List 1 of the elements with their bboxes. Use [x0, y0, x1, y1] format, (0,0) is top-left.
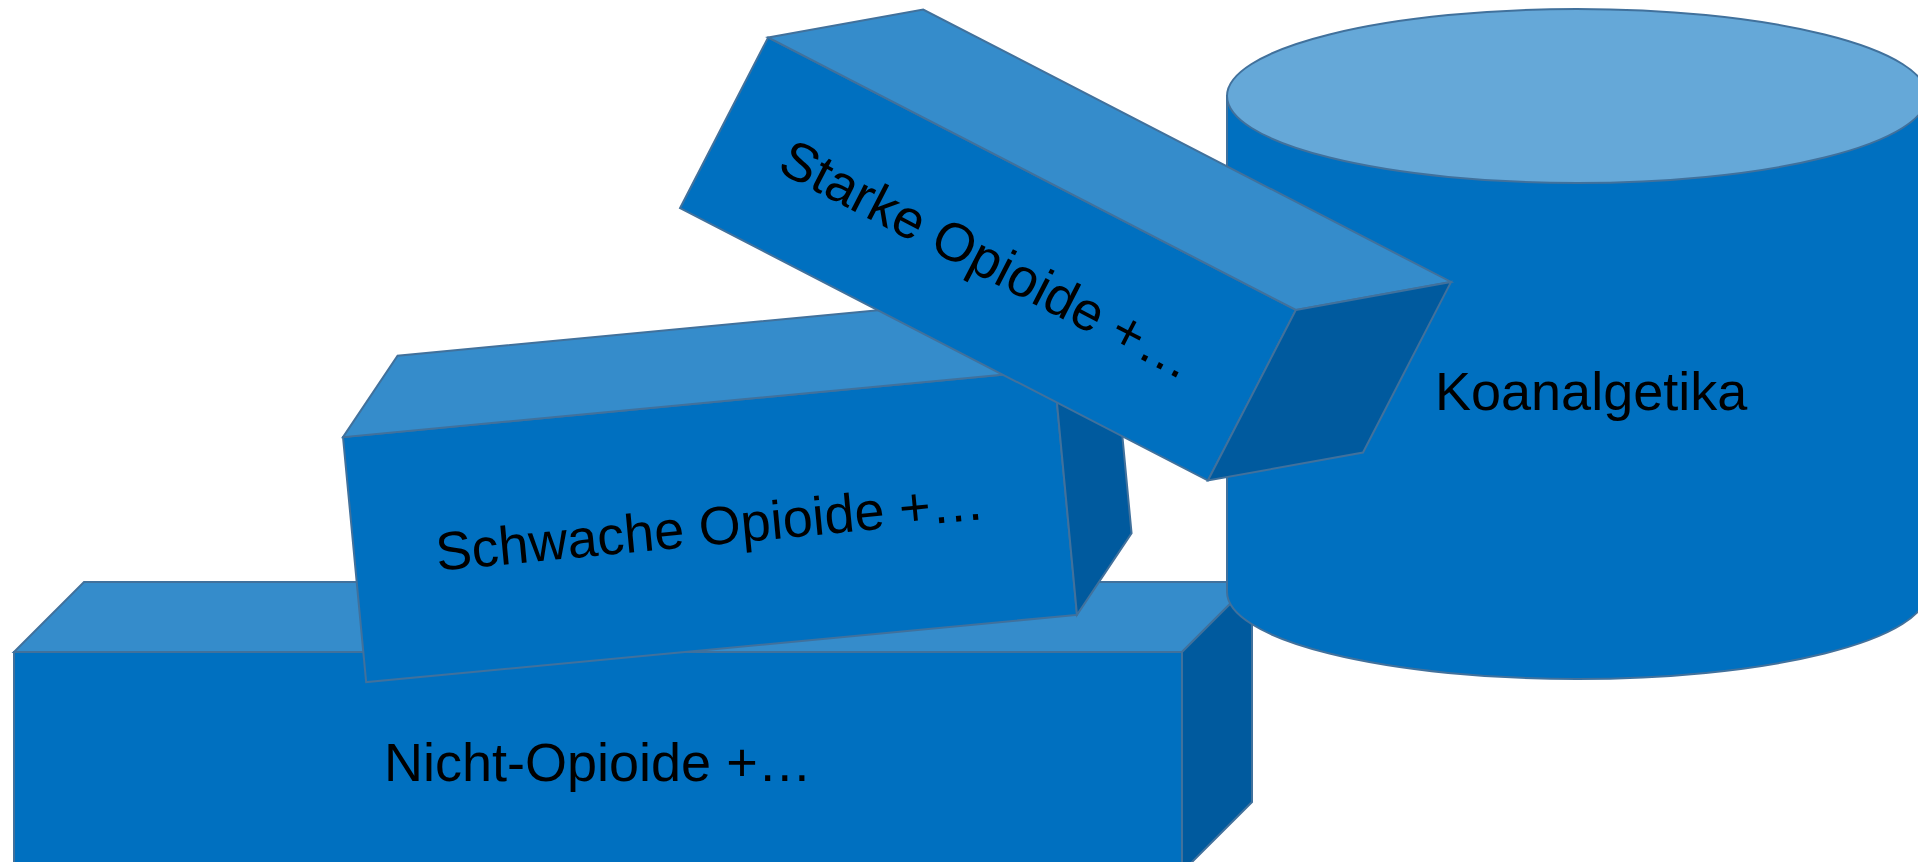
- block-label: Schwache Opioide +…: [433, 473, 987, 579]
